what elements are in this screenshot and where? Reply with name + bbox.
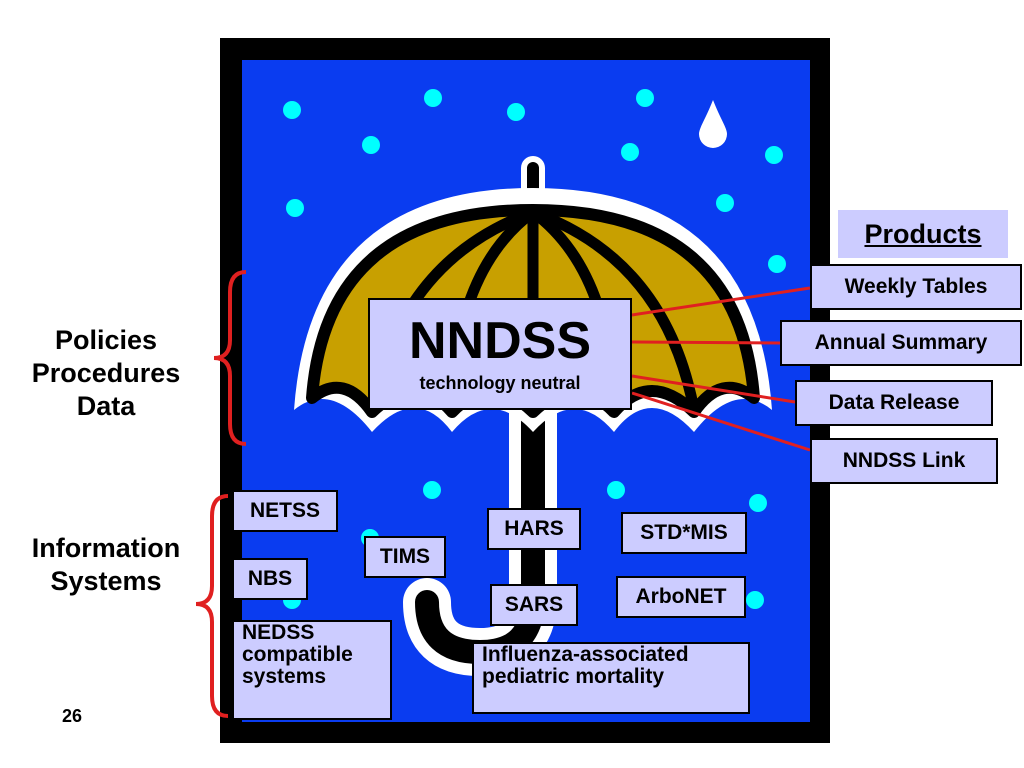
system-nedss: NEDSS compatible systems: [232, 620, 392, 720]
system-hars: HARS: [487, 508, 581, 550]
raindrop-icon: [699, 100, 727, 148]
bracket-policies: [213, 270, 247, 446]
rain-dot: [507, 103, 525, 121]
information-systems-label: Information Systems: [4, 532, 208, 598]
nndss-title: NNDSS: [408, 311, 592, 370]
products-heading: Products: [838, 210, 1008, 258]
policies-label: Policies Procedures Data: [6, 324, 206, 423]
rain-dot: [607, 481, 625, 499]
product-annual-summary: Annual Summary: [780, 320, 1022, 366]
connector-weekly-tables: [631, 286, 811, 317]
rain-dot: [424, 89, 442, 107]
system-netss: NETSS: [232, 490, 338, 532]
umbrella-rib: [527, 206, 700, 416]
system-nbs: NBS: [232, 558, 308, 600]
rain-dot: [636, 89, 654, 107]
system-influenza-pediatric-mortality: Influenza-associated pediatric mortality: [472, 642, 750, 714]
rain-dot: [283, 101, 301, 119]
system-arbonet: ArboNET: [616, 576, 746, 618]
rain-dot: [362, 136, 380, 154]
rain-dot: [746, 591, 764, 609]
product-weekly-tables: Weekly Tables: [810, 264, 1022, 310]
nndss-center-box: NNDSS technology neutral: [368, 298, 632, 410]
connector-nndss-link: [631, 391, 811, 452]
influenza-line: Influenza-associated: [482, 643, 689, 666]
nedss-line: NEDSS: [242, 621, 315, 644]
rain-dot: [621, 143, 639, 161]
nedss-systems-line: systems: [242, 665, 327, 689]
pediatric-mortality-line: pediatric mortality: [482, 665, 665, 689]
connector-annual-summary: [631, 340, 781, 345]
nndss-subtitle: technology neutral: [419, 372, 581, 393]
systems-label-line: Systems: [50, 565, 162, 596]
rain-dot: [749, 494, 767, 512]
rain-dot: [716, 194, 734, 212]
system-sars: SARS: [490, 584, 578, 626]
nedss-compatible-line: compatible: [242, 643, 353, 667]
product-connectors: [631, 286, 811, 452]
product-data-release: Data Release: [795, 380, 993, 426]
connector-data-release: [631, 374, 796, 404]
procedures-label-line: Procedures: [31, 357, 181, 388]
rain-dot: [765, 146, 783, 164]
product-nndss-link: NNDSS Link: [810, 438, 998, 484]
policies-label-line: Policies: [54, 325, 158, 355]
information-label-line: Information: [31, 533, 181, 563]
data-label-line: Data: [76, 390, 136, 421]
bracket-information-systems: [195, 494, 229, 718]
rain-dot: [286, 199, 304, 217]
rain-dot: [423, 481, 441, 499]
system-std-mis: STD*MIS: [621, 512, 747, 554]
rain-dot: [768, 255, 786, 273]
page-number: 26: [62, 706, 83, 726]
system-tims: TIMS: [364, 536, 446, 578]
